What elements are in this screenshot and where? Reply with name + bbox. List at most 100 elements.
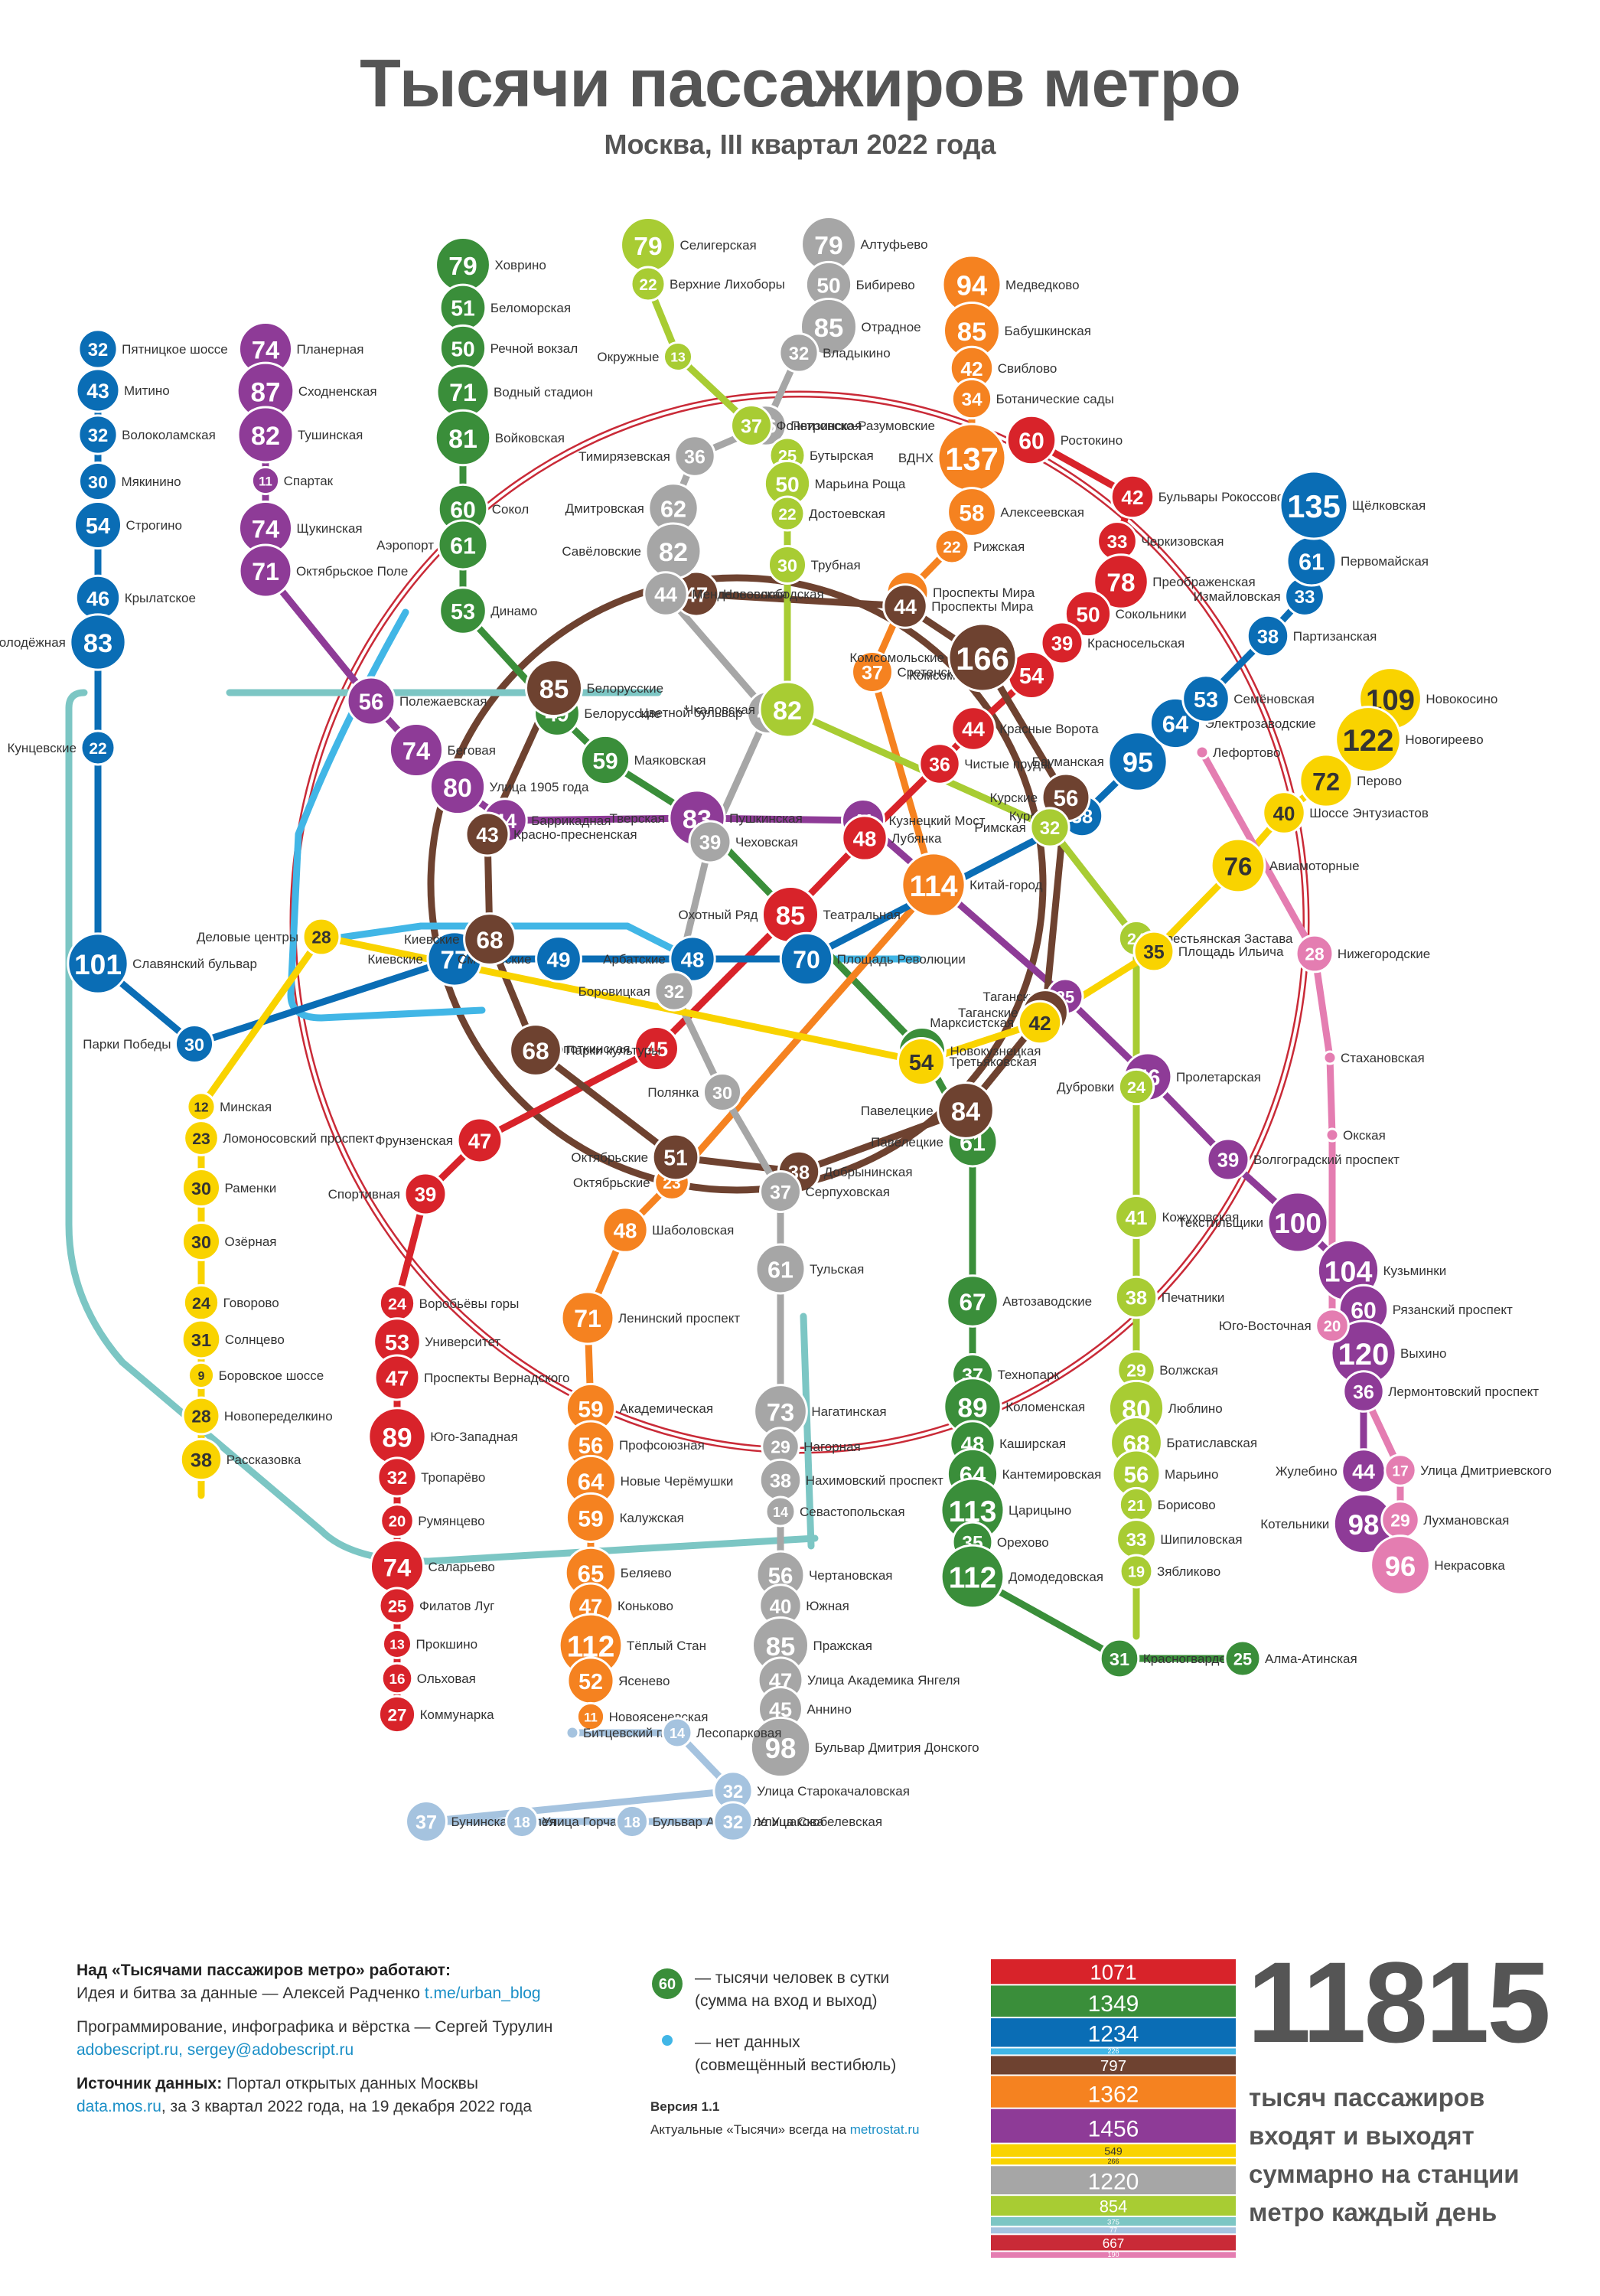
station-marker[interactable] (301, 917, 341, 957)
station-marker[interactable] (380, 1503, 415, 1538)
station-marker[interactable] (1099, 1638, 1140, 1679)
station-marker[interactable] (75, 367, 121, 413)
station-marker[interactable] (429, 758, 487, 816)
station-marker[interactable] (434, 409, 492, 467)
station-marker[interactable] (937, 1081, 995, 1140)
credits-idea-link[interactable]: t.me/urban_blog (424, 1985, 541, 2002)
station-marker[interactable] (535, 935, 582, 983)
station-marker[interactable] (1093, 553, 1149, 610)
station-marker[interactable] (1295, 934, 1334, 974)
station-marker[interactable] (1040, 621, 1084, 665)
station-marker[interactable] (841, 814, 888, 862)
source-link[interactable]: data.mos.ru (77, 2098, 161, 2115)
station-marker[interactable] (851, 651, 894, 693)
station-marker[interactable] (1194, 745, 1210, 760)
station-marker[interactable] (662, 341, 694, 373)
station-marker[interactable] (565, 1725, 580, 1740)
station-marker[interactable] (759, 1170, 802, 1213)
station[interactable]: 49Смоленские (458, 935, 582, 983)
station-marker[interactable] (1005, 414, 1057, 466)
station-marker[interactable] (67, 932, 129, 995)
station-marker[interactable] (651, 1133, 700, 1182)
station-marker[interactable] (1370, 1534, 1431, 1596)
station-marker[interactable] (749, 1716, 812, 1779)
station-marker[interactable] (1017, 1000, 1063, 1045)
station-marker[interactable] (376, 1456, 418, 1498)
station-marker[interactable] (388, 722, 445, 778)
station-marker[interactable] (634, 1026, 679, 1071)
station-marker[interactable] (1342, 1370, 1385, 1413)
station[interactable]: Лефортово (1194, 745, 1280, 760)
station-marker[interactable] (688, 820, 732, 864)
station-marker[interactable] (950, 377, 993, 420)
station-marker[interactable] (601, 1206, 649, 1254)
station-marker[interactable] (181, 1396, 221, 1436)
station-marker[interactable] (950, 706, 996, 752)
station-marker[interactable] (464, 811, 510, 857)
station-marker[interactable] (1210, 837, 1266, 894)
station-marker[interactable] (767, 544, 808, 585)
